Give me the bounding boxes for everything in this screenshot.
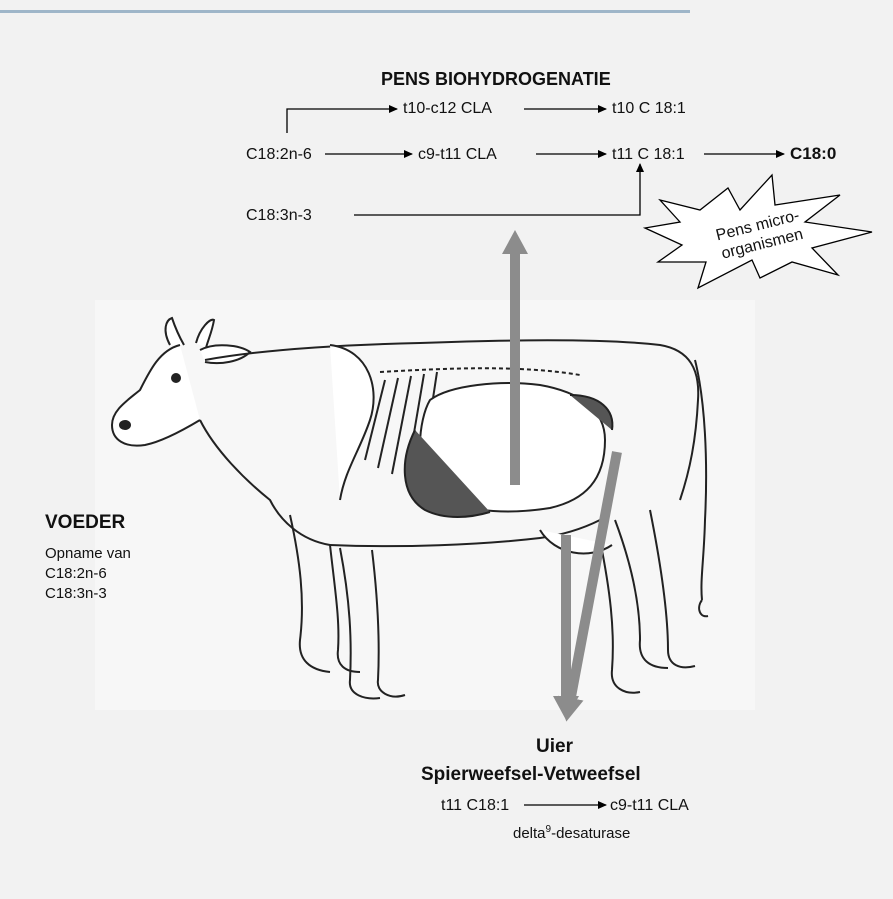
c9t11-cla-label: c9-t11 CLA [418,146,497,163]
feed-line-1: Opname van [45,546,131,561]
udder-title: Uier [536,737,573,756]
feed-title: VOEDER [45,513,125,532]
udder-subtitle: Spierweefsel-Vetweefsel [421,765,641,784]
t10c12-cla-label: t10-c12 CLA [403,100,492,117]
linoleic-label: C18:2n-6 [246,146,312,163]
feed-line-2: C18:2n-6 [45,566,107,581]
stearic-label: C18:0 [790,144,836,163]
udder-to-label: c9-t11 CLA [610,797,689,814]
arrow-linolenic-to-t11c181 [354,164,640,215]
enzyme-label: delta9-desaturase [513,824,630,842]
diagram-title: PENS BIOHYDROGENATIE [381,69,611,89]
linolenic-label: C18:3n-3 [246,207,312,224]
t10-c181-label: t10 C 18:1 [612,100,686,117]
enzyme-prefix: delta [513,825,546,842]
t11-c181-label: t11 C 18:1 [612,146,685,163]
feed-line-3: C18:3n-3 [45,586,107,601]
udder-from-label: t11 C18:1 [441,797,509,814]
microorganisms-starburst: Pens micro- organismen [645,175,872,288]
arrow-linoleic-to-t10c12 [287,109,397,133]
enzyme-suffix: -desaturase [551,825,630,842]
